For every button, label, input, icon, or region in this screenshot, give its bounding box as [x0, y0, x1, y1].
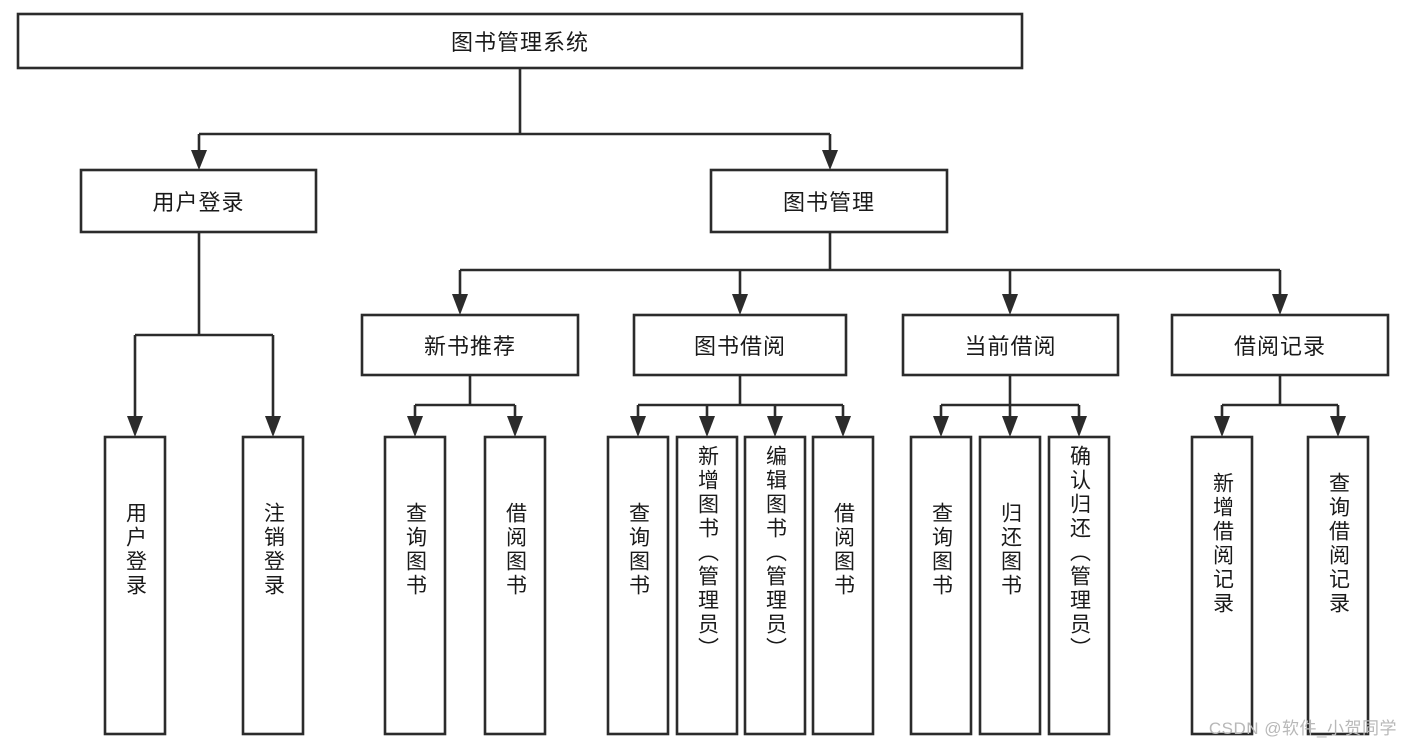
- node-box-leaf-borrow-record-1[interactable]: [1306, 435, 1370, 736]
- node-box-leaf-user-login-1[interactable]: [241, 435, 305, 736]
- node-box-book-management[interactable]: [709, 168, 949, 234]
- arrowhead-to-book-borrow: [732, 294, 748, 315]
- arrowhead-current-borrow-leaf1: [933, 416, 949, 437]
- arrowhead-book-borrow-leaf3: [767, 416, 783, 437]
- node-box-current-borrow[interactable]: [901, 313, 1120, 377]
- arrowhead-user-login-leaf2: [265, 416, 281, 437]
- node-box-book-borrow[interactable]: [632, 313, 848, 377]
- node-box-root[interactable]: [16, 12, 1024, 70]
- arrowhead-root-to-book-mgmt: [822, 150, 838, 170]
- arrowhead-new-book-leaf1: [407, 416, 423, 437]
- arrowhead-borrow-record-leaf2: [1330, 416, 1346, 437]
- arrowhead-book-borrow-leaf4: [835, 416, 851, 437]
- arrowhead-root-to-user-login: [191, 150, 207, 170]
- arrowhead-current-borrow-leaf2: [1002, 416, 1018, 437]
- node-box-leaf-new-book-1[interactable]: [483, 435, 547, 736]
- node-box-leaf-current-borrow-2[interactable]: [1047, 435, 1111, 736]
- node-box-borrow-record[interactable]: [1170, 313, 1390, 377]
- arrowhead-borrow-record-leaf1: [1214, 416, 1230, 437]
- arrowhead-to-borrow-record: [1272, 294, 1288, 315]
- arrowhead-current-borrow-leaf3: [1071, 416, 1087, 437]
- arrowhead-book-borrow-leaf2: [699, 416, 715, 437]
- node-box-leaf-user-login-0[interactable]: [103, 435, 167, 736]
- node-box-leaf-new-book-0[interactable]: [383, 435, 447, 736]
- node-box-user-login[interactable]: [79, 168, 318, 234]
- node-box-leaf-book-borrow-1[interactable]: [675, 435, 739, 736]
- arrowhead-new-book-leaf2: [507, 416, 523, 437]
- arrowhead-to-current-borrow: [1002, 294, 1018, 315]
- arrowhead-to-new-book: [452, 294, 468, 315]
- node-box-new-book-recommend[interactable]: [360, 313, 580, 377]
- arrowhead-user-login-leaf1: [127, 416, 143, 437]
- node-box-leaf-current-borrow-1[interactable]: [978, 435, 1042, 736]
- node-box-leaf-borrow-record-0[interactable]: [1190, 435, 1254, 736]
- node-box-leaf-book-borrow-3[interactable]: [811, 435, 875, 736]
- node-box-leaf-current-borrow-0[interactable]: [909, 435, 973, 736]
- arrowhead-book-borrow-leaf1: [630, 416, 646, 437]
- node-box-leaf-book-borrow-2[interactable]: [743, 435, 807, 736]
- node-box-leaf-book-borrow-0[interactable]: [606, 435, 670, 736]
